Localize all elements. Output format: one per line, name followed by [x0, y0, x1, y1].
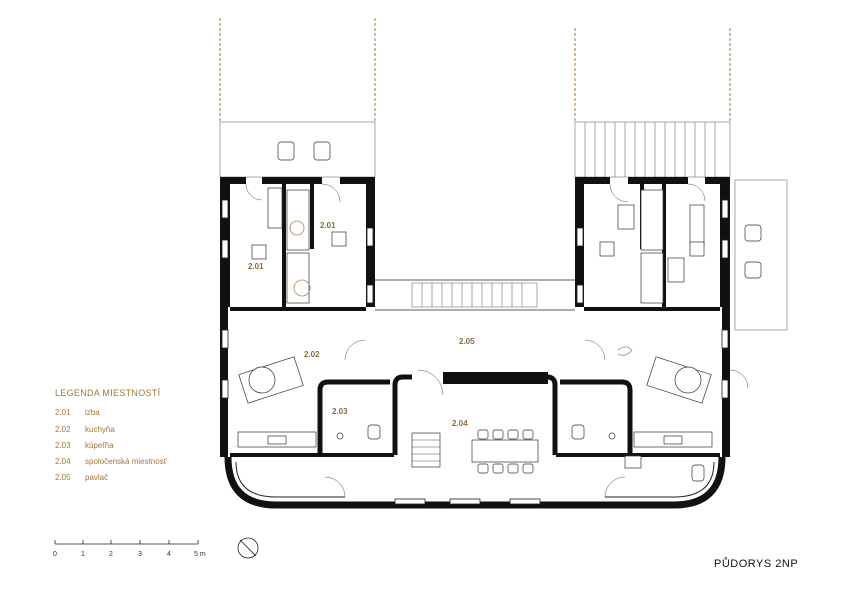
room-label-2-04: 2.04 [452, 419, 468, 428]
north-arrow-icon [237, 537, 259, 559]
scale-tick: 4 [167, 551, 171, 558]
legend-name: kuchyňa [85, 425, 115, 434]
legend-name: kúpeľňa [85, 441, 114, 450]
legend-name: izba [85, 408, 100, 417]
legend-code: 2.04 [55, 457, 71, 466]
legend-name: spoločenská miestnosť [85, 457, 168, 466]
top-balconies [219, 18, 788, 331]
room-label-2-01-right: 2.01 [320, 221, 336, 230]
legend-title: LEGENDA MIESTNOSTÍ [55, 388, 161, 398]
common-room-furniture [411, 429, 539, 474]
bathroom-fixtures [336, 424, 705, 482]
room-legend: LEGENDA MIESTNOSTÍ 2.01 izba 2.02 kuchyň… [55, 388, 168, 482]
scale-tick: 1 [81, 551, 85, 558]
scale-tick: 5 m [194, 551, 206, 558]
room-label-2-02: 2.02 [304, 350, 320, 359]
scale-tick: 0 [53, 551, 57, 558]
stair [411, 282, 538, 308]
interior-walls [230, 184, 720, 457]
legend-code: 2.02 [55, 425, 71, 434]
legend-code: 2.01 [55, 408, 71, 417]
room-label-2-01-left: 2.01 [248, 262, 264, 271]
scale-tick: 3 [138, 551, 142, 558]
bedroom-furniture [251, 187, 705, 356]
room-label-2-05: 2.05 [459, 337, 475, 346]
doors [245, 183, 749, 498]
legend-code: 2.05 [55, 473, 71, 482]
legend-name: pavlač [85, 473, 108, 482]
windows [221, 199, 729, 505]
legend-code: 2.03 [55, 441, 71, 450]
scale-tick: 2 [109, 551, 113, 558]
room-label-2-03: 2.03 [332, 407, 348, 416]
plan-title: PŮDORYS 2NP [714, 557, 798, 570]
scale-bar: 0 1 2 3 4 5 m [53, 540, 206, 558]
kitchen-furniture [237, 356, 713, 448]
